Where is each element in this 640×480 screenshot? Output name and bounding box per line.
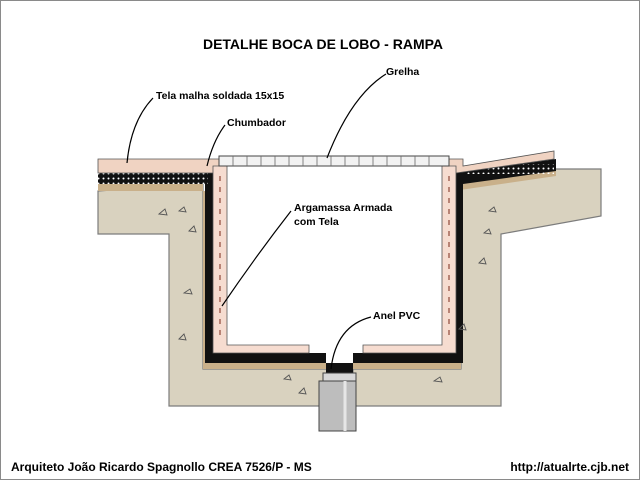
leader-chumbador	[206, 124, 226, 167]
inner-lining-left	[212, 165, 310, 354]
leader-grelha	[326, 73, 387, 159]
leader-lines	[126, 73, 387, 370]
pvc-flange	[322, 372, 357, 382]
label-argamassa-2: com Tela	[294, 216, 339, 228]
label-grelha: Grelha	[386, 66, 419, 78]
label-anel: Anel PVC	[373, 310, 421, 322]
footer-url: http://atualrte.cjb.net	[510, 460, 629, 474]
waterproof-membrane-left	[98, 173, 326, 363]
footer-author: Arquiteto João Ricardo Spagnollo CREA 75…	[11, 460, 312, 474]
label-tela: Tela malha soldada 15x15	[156, 90, 284, 102]
label-argamassa-1: Argamassa Armada	[294, 202, 392, 214]
pvc-pipe	[318, 380, 357, 432]
pavement-left	[97, 158, 220, 174]
membrane-texture-right	[466, 164, 554, 174]
inner-lining-right	[362, 165, 457, 354]
label-chumbador: Chumbador	[227, 117, 286, 129]
pvc-ring	[326, 363, 353, 375]
membrane-texture	[98, 173, 208, 184]
aggregate-marks	[157, 206, 497, 395]
leader-tela	[126, 97, 154, 164]
leader-anel	[330, 316, 372, 370]
drawing-title: DETALHE BOCA DE LOBO - RAMPA	[203, 36, 443, 52]
grate	[218, 155, 450, 167]
grate-bars	[232, 156, 430, 166]
leader-argamassa	[221, 210, 292, 307]
